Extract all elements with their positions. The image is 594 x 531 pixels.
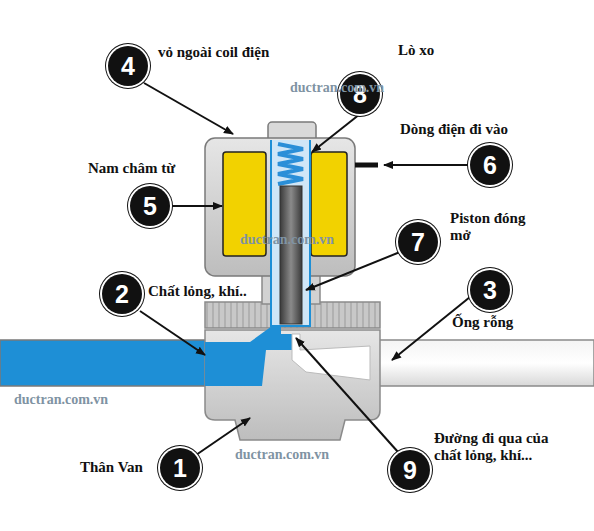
wire	[355, 163, 378, 168]
callout-number: 7	[411, 230, 425, 255]
callout-circle: 7Piston đóng mở	[398, 222, 438, 262]
callout-number: 6	[483, 153, 497, 178]
callout-number: 4	[121, 54, 135, 79]
callout-number: 5	[143, 194, 157, 219]
callout-circle: 9Đường đi qua của chất lỏng, khí...	[390, 450, 430, 490]
callout-number: 2	[115, 282, 129, 307]
flow-channel	[205, 326, 292, 386]
callout-circle: 4vỏ ngoài coil điện	[108, 46, 148, 86]
watermark: ductran.com.vn	[14, 392, 108, 408]
callout-number: 1	[173, 456, 187, 481]
part-label: Lò xo	[398, 42, 478, 59]
part-label: Dòng điện đi vào	[400, 121, 560, 138]
part-label: Piston đóng mở	[450, 210, 530, 245]
outlet-channel	[292, 334, 370, 380]
inlet-pipe	[0, 340, 215, 386]
callout-circle: 6Dòng điện đi vào	[470, 145, 510, 185]
callout-circle: 1Thân Van	[160, 448, 200, 488]
callout-circle: 3Ống rỗng	[470, 270, 510, 310]
part-label: Nam châm từ	[88, 160, 208, 177]
piston	[280, 186, 302, 324]
watermark: ductran.com.vn	[290, 80, 384, 96]
part-label: Ống rỗng	[452, 314, 542, 331]
part-label: Thân Van	[80, 459, 160, 476]
callout-circle: 2Chất lỏng, khí..	[102, 274, 142, 314]
outlet-pipe	[370, 340, 594, 386]
watermark: ductran.com.vn	[240, 232, 334, 248]
leader-lines	[140, 83, 470, 455]
callout-number: 9	[403, 458, 417, 483]
part-label: Chất lỏng, khí..	[148, 283, 278, 300]
spring	[278, 144, 303, 184]
part-label: Đường đi qua của chất lỏng, khí...	[434, 430, 554, 465]
callout-number: 3	[483, 278, 497, 303]
callout-circle: 5Nam châm từ	[130, 186, 170, 226]
watermark: ductran.com.vn	[235, 447, 329, 463]
part-label: vỏ ngoài coil điện	[158, 44, 318, 61]
